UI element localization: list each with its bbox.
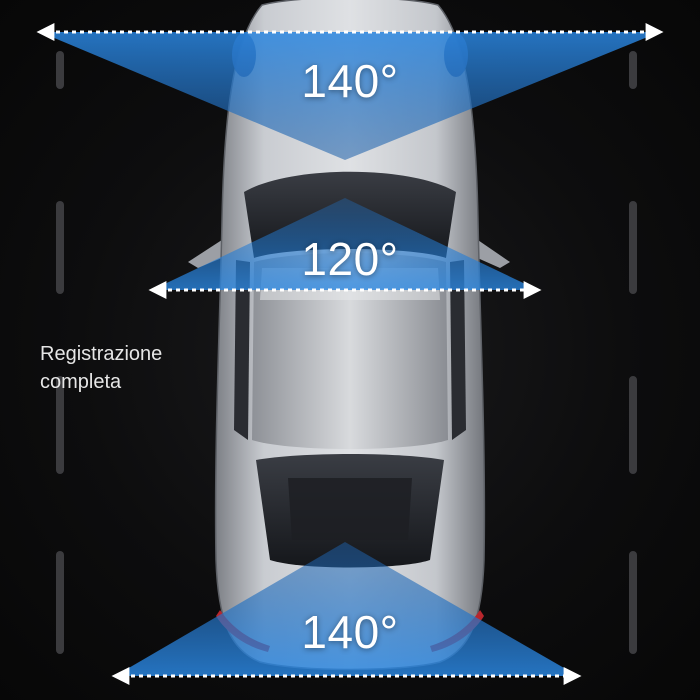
interior-angle-label: 120° bbox=[301, 233, 399, 285]
caption-line-2: completa bbox=[40, 371, 122, 393]
recording-caption: Registrazione completa bbox=[40, 340, 162, 396]
rear-angle-label: 140° bbox=[301, 606, 399, 658]
lane-markings bbox=[56, 51, 637, 654]
caption-line-1: Registrazione bbox=[40, 343, 163, 365]
rear-fov-cone bbox=[115, 542, 578, 676]
mid-fov-cone bbox=[152, 198, 538, 290]
front-fov-cone bbox=[40, 32, 660, 160]
front-angle-label: 140° bbox=[301, 55, 399, 107]
